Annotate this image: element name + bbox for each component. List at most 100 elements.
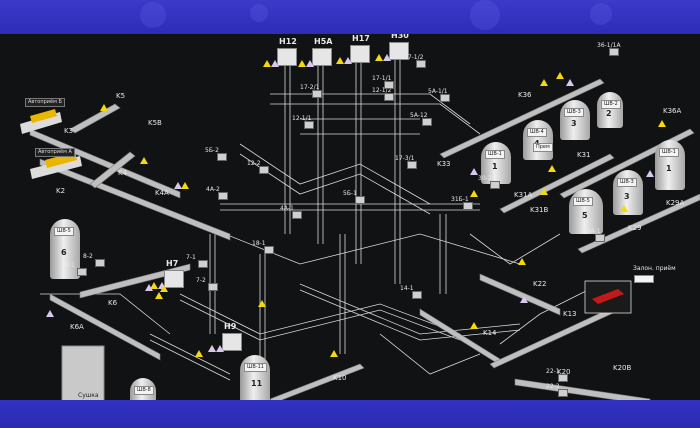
conveyor-label[interactable]: K20B xyxy=(613,365,631,372)
valve[interactable] xyxy=(208,283,218,291)
warning-icon xyxy=(470,322,478,329)
conveyor-label[interactable]: K6A xyxy=(70,324,84,331)
valve[interactable] xyxy=(355,196,365,204)
conveyor-label[interactable]: K33 xyxy=(437,161,451,168)
warning-icon xyxy=(540,79,548,86)
warning-icon xyxy=(518,258,526,265)
valve[interactable] xyxy=(558,389,568,397)
alarm-icon xyxy=(344,57,352,64)
alarm-icon xyxy=(208,345,216,352)
warning-icon xyxy=(263,60,271,67)
warning-icon xyxy=(548,165,556,172)
conveyor-label[interactable]: K29A xyxy=(666,200,684,207)
warning-icon xyxy=(375,54,383,61)
valve[interactable] xyxy=(412,291,422,299)
alarm-icon xyxy=(216,345,224,352)
valve[interactable] xyxy=(609,48,619,56)
valve[interactable] xyxy=(259,166,269,174)
silo-tag: ШB-3 xyxy=(617,178,637,187)
hopper[interactable] xyxy=(312,48,332,66)
conveyor-label[interactable]: K6 xyxy=(108,300,117,307)
hopper[interactable] xyxy=(222,333,242,351)
hopper[interactable] xyxy=(350,45,370,63)
alarm-icon xyxy=(520,296,528,303)
dryer-label: Сушка xyxy=(78,392,99,399)
valve-label: 7-2 xyxy=(196,277,206,284)
valve[interactable] xyxy=(198,260,208,268)
conveyor-label[interactable]: K5B xyxy=(148,120,162,127)
silo[interactable] xyxy=(240,355,270,400)
conveyor-label[interactable]: K4A xyxy=(155,190,169,197)
valve[interactable] xyxy=(558,374,568,382)
alarm-icon xyxy=(646,170,654,177)
silo-tag: ШB-1 xyxy=(659,148,679,157)
alarm-icon xyxy=(145,284,153,291)
conveyor-label[interactable]: K14 xyxy=(483,330,497,337)
silo-number: 3 xyxy=(624,193,630,200)
valve[interactable] xyxy=(416,60,426,68)
warning-icon xyxy=(540,188,548,195)
valve-label: 8-2 xyxy=(83,253,93,260)
conveyor-label[interactable]: K5 xyxy=(116,93,125,100)
valve[interactable] xyxy=(77,268,87,276)
silo-tag: ШB-11 xyxy=(244,363,267,372)
conveyor-label[interactable]: K10 xyxy=(333,375,347,382)
alarm-icon xyxy=(383,54,391,61)
truck-intake-a-label: Автоприём А xyxy=(35,148,75,157)
warning-icon xyxy=(100,104,108,111)
silo-tag: ШB-8 xyxy=(134,386,154,395)
warning-icon xyxy=(195,350,203,357)
conveyor-label[interactable]: K29 xyxy=(628,225,642,232)
valve[interactable] xyxy=(595,234,605,242)
valve[interactable] xyxy=(463,202,473,210)
conveyor-label[interactable]: K13 xyxy=(563,311,577,318)
silo-tag: ШB-5 xyxy=(573,197,593,206)
silo-number: 11 xyxy=(251,380,262,387)
conveyor-label[interactable]: K22 xyxy=(533,281,547,288)
conveyor-label[interactable]: K2 xyxy=(56,188,65,195)
valve[interactable] xyxy=(292,211,302,219)
warning-icon xyxy=(140,157,148,164)
warning-icon xyxy=(155,292,163,299)
warning-icon xyxy=(160,285,168,292)
hopper-label: H30 xyxy=(391,34,409,39)
conveyor-label[interactable]: K4 xyxy=(118,170,127,177)
grain-intake-label: Залон. приём xyxy=(633,265,676,272)
valve[interactable] xyxy=(490,181,500,189)
valve[interactable] xyxy=(95,259,105,267)
silo-tag-prem: Прем xyxy=(533,143,553,152)
valve[interactable] xyxy=(384,81,394,89)
conveyor-label[interactable]: K31B xyxy=(530,207,548,214)
conveyor-label[interactable]: K3 xyxy=(64,128,73,135)
warning-icon xyxy=(330,350,338,357)
decor-bubble xyxy=(470,0,500,30)
warning-icon xyxy=(298,60,306,67)
silo-number: 1 xyxy=(666,165,672,172)
conveyor-label[interactable]: K31 xyxy=(577,152,591,159)
decor-bubble xyxy=(250,4,268,22)
valve[interactable] xyxy=(384,93,394,101)
valve[interactable] xyxy=(312,90,322,98)
conveyor-label[interactable]: K31A xyxy=(514,192,532,199)
hopper[interactable] xyxy=(277,48,297,66)
valve[interactable] xyxy=(422,118,432,126)
silo-tag: ШB-4 xyxy=(527,128,547,137)
silo-number: 3 xyxy=(571,120,577,127)
alarm-icon xyxy=(566,79,574,86)
valve[interactable] xyxy=(218,192,228,200)
valve[interactable] xyxy=(264,246,274,254)
valve[interactable] xyxy=(304,121,314,129)
scada-mimic-panel: H12H5AH17H30H7H9ШB-56ШB-1111ШB-44ШB-33ШB… xyxy=(0,34,700,400)
valve-label: 8-1 xyxy=(65,262,75,269)
alarm-icon xyxy=(470,168,478,175)
silo-number: 6 xyxy=(61,249,67,256)
conveyor-label[interactable]: K36A xyxy=(663,108,681,115)
grain-intake-value[interactable] xyxy=(634,275,654,283)
warning-icon xyxy=(470,190,478,197)
silo-tag: ШB-5 xyxy=(54,227,74,236)
valve[interactable] xyxy=(217,153,227,161)
conveyor-label[interactable]: K36 xyxy=(518,92,532,99)
alarm-icon xyxy=(306,60,314,67)
valve[interactable] xyxy=(440,94,450,102)
valve[interactable] xyxy=(407,161,417,169)
